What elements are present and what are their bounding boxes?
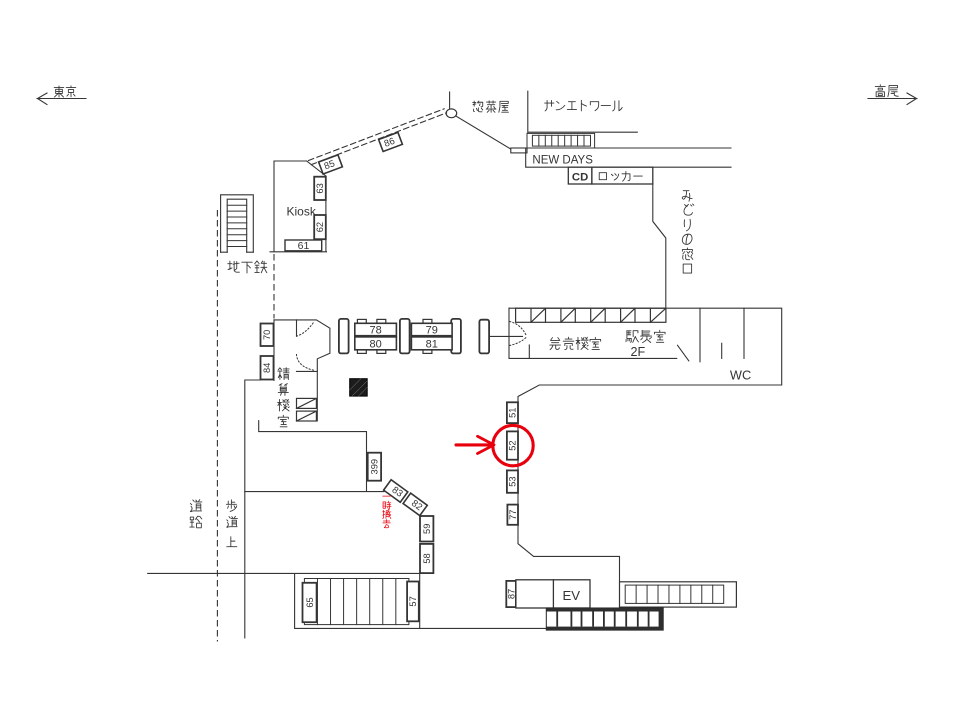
svg-text:52: 52 <box>508 440 518 450</box>
svg-text:58: 58 <box>422 553 432 563</box>
svg-text:83: 83 <box>390 485 405 500</box>
svg-text:59: 59 <box>422 524 432 534</box>
svg-text:87: 87 <box>506 589 516 599</box>
svg-text:84: 84 <box>262 363 272 373</box>
svg-text:85: 85 <box>323 158 337 172</box>
svg-text:70: 70 <box>262 330 272 340</box>
svg-text:82: 82 <box>409 498 424 513</box>
svg-text:65: 65 <box>305 597 315 607</box>
svg-text:62: 62 <box>315 222 325 232</box>
svg-text:81: 81 <box>426 339 438 351</box>
svg-text:Kiosk: Kiosk <box>287 204 317 218</box>
svg-text:77: 77 <box>508 510 518 520</box>
svg-text:63: 63 <box>315 183 325 193</box>
svg-text:NEW DAYS: NEW DAYS <box>532 155 593 167</box>
svg-text:2F: 2F <box>630 345 645 359</box>
svg-text:86: 86 <box>383 136 397 150</box>
svg-text:53: 53 <box>508 476 518 486</box>
svg-text:WC: WC <box>730 368 751 383</box>
svg-text:78: 78 <box>369 325 381 337</box>
svg-text:61: 61 <box>298 240 310 252</box>
svg-text:80: 80 <box>369 339 381 351</box>
svg-text:51: 51 <box>508 408 518 418</box>
svg-text:79: 79 <box>426 325 438 337</box>
svg-text:399: 399 <box>370 459 380 475</box>
svg-text:57: 57 <box>408 596 418 606</box>
svg-text:CD: CD <box>572 171 588 183</box>
svg-text:EV: EV <box>563 588 581 603</box>
